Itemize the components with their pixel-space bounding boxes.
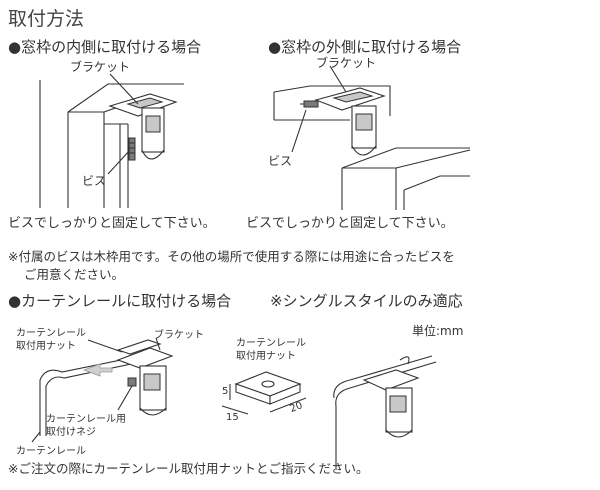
rail-mounted-illustration [333, 355, 437, 470]
outside-screw-label: ビス [268, 154, 293, 168]
order-note: ※ご注文の際にカーテンレール取付用ナットとご指示ください。 [8, 461, 369, 476]
rail-nut-label-line1: カーテンレール [16, 328, 86, 339]
unit-label: 単位:mm [412, 324, 464, 338]
rail-nut-label-line2: 取付用ナット [16, 341, 76, 352]
nut-detail-label-line2: 取付用ナット [236, 351, 296, 362]
curtain-rail-illustration [31, 337, 174, 443]
screw-note-line1: ※付属のビスは木枠用です。その他の場所で使用する際には用途に合ったビスを [8, 249, 455, 264]
inside-frame-heading: ●窓枠の内側に取付ける場合 [8, 38, 202, 56]
inside-bracket-label: ブラケット [70, 60, 131, 74]
rail-bracket-label: ブラケット [154, 330, 204, 341]
outside-caption: ビスでしっかりと固定して下さい。 [246, 216, 454, 231]
screw-note-line2: ご用意ください。 [24, 267, 125, 282]
nut-detail-illustration [221, 371, 307, 415]
outside-frame-illustration [273, 65, 471, 210]
inside-frame-illustration [39, 73, 184, 208]
outside-frame-heading: ●窓枠の外側に取付ける場合 [268, 38, 462, 56]
curtain-rail-heading: ●カーテンレールに取付ける場合 [8, 292, 232, 310]
inside-screw-label: ビス [82, 174, 107, 188]
page-title: 取付方法 [8, 8, 85, 30]
curtain-rail-heading-note: ※シングルスタイルのみ適応 [270, 292, 463, 310]
inside-caption: ビスでしっかりと固定して下さい。 [8, 216, 216, 231]
dimension-width: 15 [226, 412, 239, 423]
rail-screw-label-line2: 取付けネジ [46, 427, 96, 438]
nut-detail-label-line1: カーテンレール [236, 338, 306, 349]
outside-bracket-label: ブラケット [316, 56, 377, 70]
dimension-height: 5 [222, 386, 229, 397]
rail-label: カーテンレール [16, 446, 86, 457]
rail-screw-label-line1: カーテンレール用 [46, 414, 126, 425]
